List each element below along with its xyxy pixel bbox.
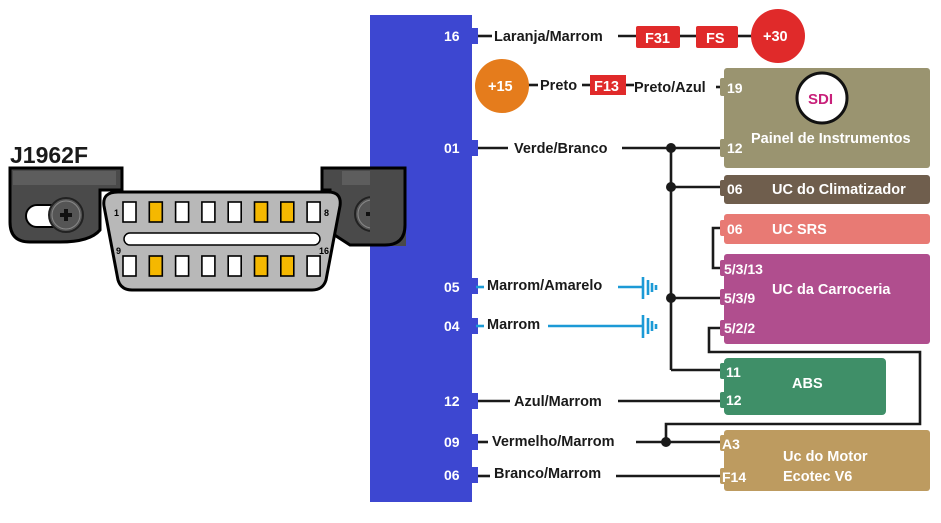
obd-pin-cavity-2	[148, 201, 164, 223]
painel-name: Painel de Instrumentos	[751, 131, 911, 147]
module-carroceria: 5/3/13 5/3/9 5/2/2 UC da Carroceria	[720, 254, 930, 344]
ground-icon	[641, 277, 658, 299]
sdi-badge-label: SDI	[808, 91, 833, 108]
obd-pin-cavity-6	[253, 201, 269, 223]
carroceria-pin-5-3-9: 5/3/9	[724, 290, 755, 306]
obd-pin-05: 05	[444, 279, 460, 295]
srs-name: UC SRS	[772, 222, 827, 238]
obd-pin-cavity-10	[148, 255, 164, 277]
fuse-f13-label: F13	[594, 79, 619, 95]
fuse-fs-label: FS	[706, 31, 725, 47]
obd-connector: J1962F 1 8 9 16	[8, 142, 407, 292]
pin-number-9: 9	[116, 246, 121, 256]
wire-label-16: Laranja/Marrom	[494, 29, 603, 45]
painel-pin-12: 12	[727, 140, 743, 156]
carroceria-pin-5-2-2: 5/2/2	[724, 320, 755, 336]
abs-name: ABS	[792, 376, 823, 392]
flange-highlight-left	[13, 171, 116, 185]
fuse-f31-label: F31	[645, 31, 670, 47]
obd-pin-09: 09	[444, 434, 460, 450]
connector-pin-bar	[370, 15, 472, 502]
obd-pin-cavity-7	[279, 201, 295, 223]
ground-icon	[641, 315, 658, 338]
obd-pin-cavity-8	[306, 201, 321, 223]
motor-name-line1: Uc do Motor	[783, 449, 868, 465]
obd-pin-cavity-9	[122, 255, 137, 277]
abs-pin-12: 12	[726, 392, 742, 408]
wire-label-12: Azul/Marrom	[514, 394, 602, 410]
obd-pin-cavity-16	[306, 255, 321, 277]
obd-pin-04: 04	[444, 318, 460, 334]
power-30-terminal	[751, 9, 805, 63]
screw-icon	[48, 197, 84, 233]
obd-pin-01: 01	[444, 140, 460, 156]
obd-pin-cavity-11	[174, 255, 190, 277]
motor-name-line2: Ecotec V6	[783, 469, 852, 485]
clima-name: UC do Climatizador	[772, 182, 906, 198]
flange-overlap	[370, 168, 406, 246]
wire-label-09: Vermelho/Marrom	[492, 434, 615, 450]
painel-pin-19: 19	[727, 80, 743, 96]
obd-pin-cavity-1	[122, 201, 137, 223]
wire-lines	[476, 34, 922, 478]
obd-pin-cavity-12	[201, 255, 216, 277]
sdi-badge	[795, 71, 849, 125]
module-motor: A3 F14 Uc do Motor Ecotec V6	[720, 430, 930, 491]
pin-tabs	[470, 28, 478, 483]
wire-label-preto-azul: Preto/Azul	[634, 80, 706, 96]
obd-pin-cavity-13	[227, 255, 242, 277]
obd-pin-12: 12	[444, 393, 460, 409]
fuse-f31	[636, 26, 680, 48]
pin-row-top	[122, 201, 321, 223]
wire-label-04: Marrom	[487, 317, 540, 333]
wire-label-preto: Preto	[540, 78, 577, 94]
obd-pin-16: 16	[444, 28, 460, 44]
obd-pin-cavity-4	[201, 201, 216, 223]
wire-label-06: Branco/Marrom	[494, 466, 601, 482]
connector-key-slot	[123, 232, 321, 246]
obd-pin-cavity-14	[253, 255, 269, 277]
carroceria-pin-5-3-13: 5/3/13	[724, 261, 763, 277]
obd-pin-cavity-15	[279, 255, 295, 277]
motor-pin-f14: F14	[722, 469, 746, 485]
module-climatizador: 06 UC do Climatizador	[720, 175, 930, 204]
obd-pin-cavity-3	[174, 201, 190, 223]
obd-pin-06: 06	[444, 467, 460, 483]
motor-pin-a3: A3	[722, 436, 740, 452]
clima-pin-06: 06	[727, 181, 743, 197]
fuse-f13	[590, 75, 626, 95]
module-srs: 06 UC SRS	[720, 214, 930, 244]
connector-title: J1962F	[10, 142, 88, 168]
module-abs: 11 12 ABS	[720, 358, 886, 415]
srs-pin-06: 06	[727, 221, 743, 237]
pin-number-1: 1	[114, 208, 119, 218]
power-30-label: +30	[763, 29, 788, 45]
carroceria-name: UC da Carroceria	[772, 282, 891, 298]
power-15-terminal	[475, 59, 529, 113]
pin-row-bottom	[122, 255, 321, 277]
module-painel-instrumentos: SDI 19 12 Painel de Instrumentos	[720, 68, 930, 168]
wire-label-05: Marrom/Amarelo	[487, 278, 602, 294]
obd-pin-cavity-5	[227, 201, 242, 223]
pin-number-16: 16	[319, 246, 329, 256]
pin-number-8: 8	[324, 208, 329, 218]
power-15-label: +15	[488, 79, 513, 95]
abs-pin-11: 11	[726, 364, 741, 380]
fuse-fs	[696, 26, 738, 48]
wire-label-01: Verde/Branco	[514, 141, 608, 157]
